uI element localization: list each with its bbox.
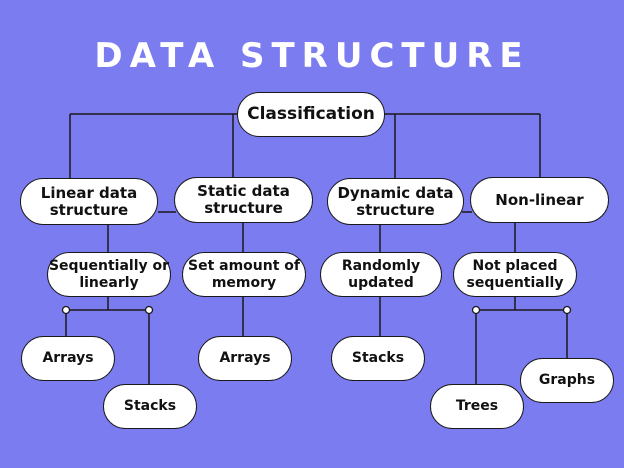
non-linear-node: Non-linear: [470, 177, 609, 223]
set-amount-of-memory-node: Set amount of memory: [182, 252, 306, 297]
junction-dot: [144, 305, 154, 315]
dynamic-data-structure-node: Dynamic data structure: [327, 178, 464, 225]
junction-dot: [61, 305, 71, 315]
junction-dot: [562, 305, 572, 315]
arrays-leaf-node: Arrays: [198, 336, 292, 381]
stacks-leaf-node: Stacks: [331, 336, 425, 381]
not-placed-sequentially-node: Not placed sequentially: [453, 252, 577, 297]
classification-node: Classification: [237, 92, 385, 137]
junction-dot: [471, 305, 481, 315]
linear-data-structure-node: Linear data structure: [20, 178, 158, 225]
stacks-leaf-node: Stacks: [103, 384, 197, 429]
static-data-structure-node: Static data structure: [174, 177, 313, 223]
sequentially-or-linearly-node: Sequentially or linearly: [47, 252, 171, 297]
arrays-leaf-node: Arrays: [21, 336, 115, 381]
trees-leaf-node: Trees: [430, 384, 524, 429]
randomly-updated-node: Randomly updated: [320, 252, 442, 297]
diagram-title: DATA STRUCTURE: [94, 36, 530, 76]
graphs-leaf-node: Graphs: [520, 358, 614, 403]
